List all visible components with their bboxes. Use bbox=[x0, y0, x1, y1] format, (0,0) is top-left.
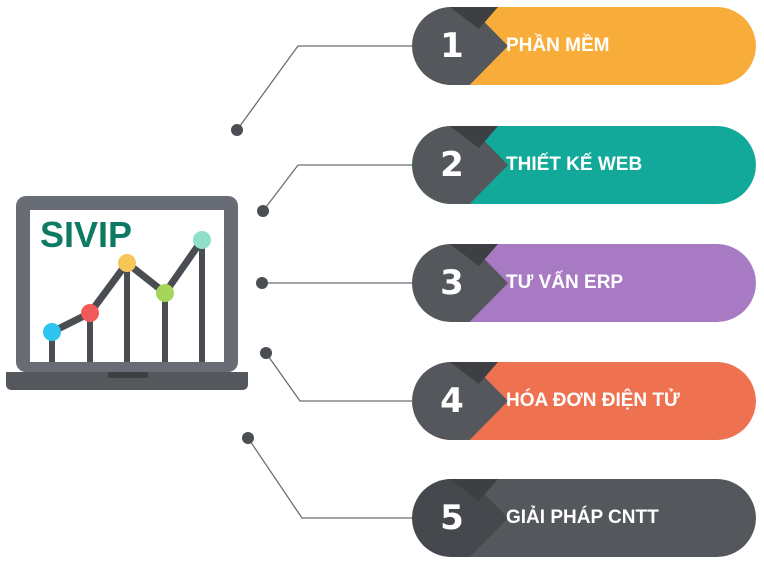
service-item-2: 2 THIẾT KẾ WEB bbox=[412, 126, 756, 204]
connector-1 bbox=[236, 45, 412, 131]
service-item-5: 5 GIẢI PHÁP CNTT bbox=[412, 479, 756, 557]
laptop-base bbox=[6, 372, 248, 390]
connector-dot-5 bbox=[242, 432, 254, 444]
chart-dot-5 bbox=[193, 231, 211, 249]
service-label: TƯ VẤN ERP bbox=[506, 272, 624, 293]
service-label: GIẢI PHÁP CNTT bbox=[506, 507, 659, 528]
connector-4 bbox=[265, 352, 412, 402]
chart-dots bbox=[43, 231, 211, 341]
connector-dot-1 bbox=[231, 124, 243, 136]
service-number: 2 bbox=[440, 145, 464, 185]
service-item-4: 4 HÓA ĐƠN ĐIỆN TỬ bbox=[412, 362, 756, 440]
laptop-notch bbox=[108, 372, 148, 378]
service-label: PHẦN MỀM bbox=[506, 35, 610, 56]
chart-bars bbox=[49, 240, 205, 362]
laptop-illustration: SIVIP bbox=[6, 196, 248, 390]
chart-dot-4 bbox=[156, 284, 174, 302]
chart-dot-3 bbox=[118, 254, 136, 272]
connector-2 bbox=[262, 164, 412, 212]
chart-dot-2 bbox=[81, 304, 99, 322]
brand-logo: SIVIP bbox=[40, 214, 132, 255]
service-label: HÓA ĐƠN ĐIỆN TỬ bbox=[506, 390, 680, 411]
service-number: 1 bbox=[440, 26, 464, 66]
connector-dot-3 bbox=[256, 277, 268, 289]
chart-bar-3 bbox=[124, 263, 130, 362]
service-number: 5 bbox=[440, 498, 464, 538]
chart-dot-1 bbox=[43, 323, 61, 341]
service-number: 4 bbox=[440, 381, 464, 421]
chart-bar-1 bbox=[49, 332, 55, 362]
connector-5 bbox=[247, 437, 412, 519]
chart-bar-2 bbox=[87, 313, 93, 362]
service-item-3: 3 TƯ VẤN ERP bbox=[412, 244, 756, 322]
connector-dot-4 bbox=[260, 347, 272, 359]
chart-bar-4 bbox=[162, 293, 168, 362]
service-number: 3 bbox=[440, 263, 464, 303]
service-item-1: 1 PHẦN MỀM bbox=[412, 7, 756, 85]
service-label: THIẾT KẾ WEB bbox=[506, 154, 643, 175]
chart-bar-5 bbox=[199, 240, 205, 362]
connector-lines bbox=[231, 45, 412, 519]
connector-dot-2 bbox=[257, 205, 269, 217]
